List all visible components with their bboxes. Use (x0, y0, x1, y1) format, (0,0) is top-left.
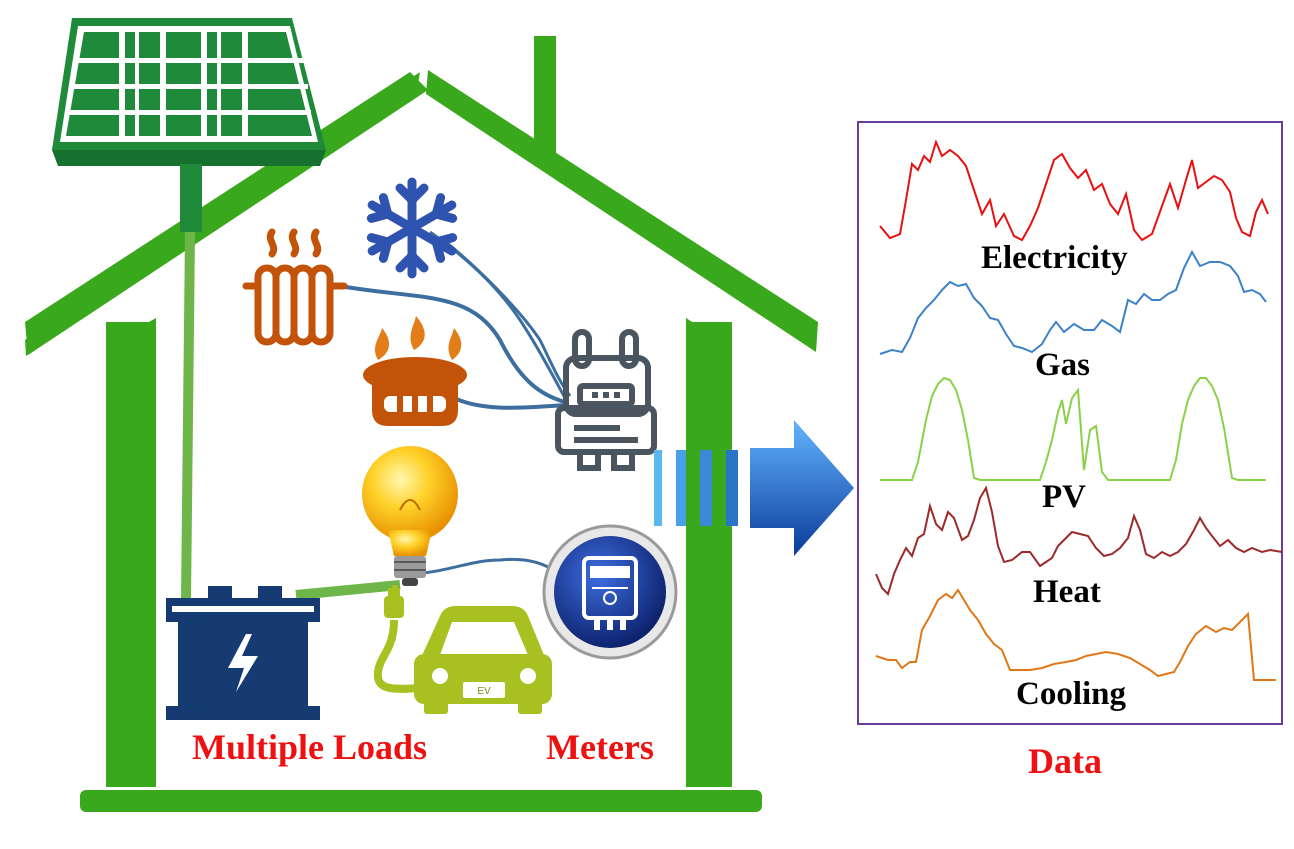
gas-label: Gas (1035, 347, 1091, 383)
wiring (181, 230, 572, 693)
electricity-series (879, 139, 1269, 242)
heat-label: Heat (1033, 574, 1101, 610)
pv-label: PV (1042, 479, 1086, 515)
battery-icon (166, 586, 320, 720)
electric-car-icon: EV (384, 588, 552, 714)
arrow-right-icon (654, 420, 854, 556)
cooling-series (875, 588, 1276, 681)
data-label: Data (1028, 741, 1102, 781)
data-series (875, 139, 1283, 681)
pv-series (880, 376, 1266, 481)
radiator-icon (242, 228, 348, 346)
cooling-label: Cooling (1016, 676, 1127, 712)
meters-label: Meters (546, 727, 654, 767)
solar-panel-icon (52, 18, 326, 232)
light-bulb-icon (362, 446, 458, 586)
electricity-label: Electricity (981, 240, 1128, 276)
gas-meter-icon (555, 329, 657, 471)
multiple-loads-label: Multiple Loads (192, 727, 428, 767)
snowflake-icon (366, 177, 458, 274)
heat-series (875, 485, 1283, 596)
gas-burner-icon (363, 316, 467, 426)
house-icon (25, 36, 818, 812)
gas-series (879, 249, 1267, 355)
data-frame (857, 121, 1283, 725)
ev-badge: EV (477, 686, 491, 697)
electricity-meter-icon (542, 524, 678, 660)
